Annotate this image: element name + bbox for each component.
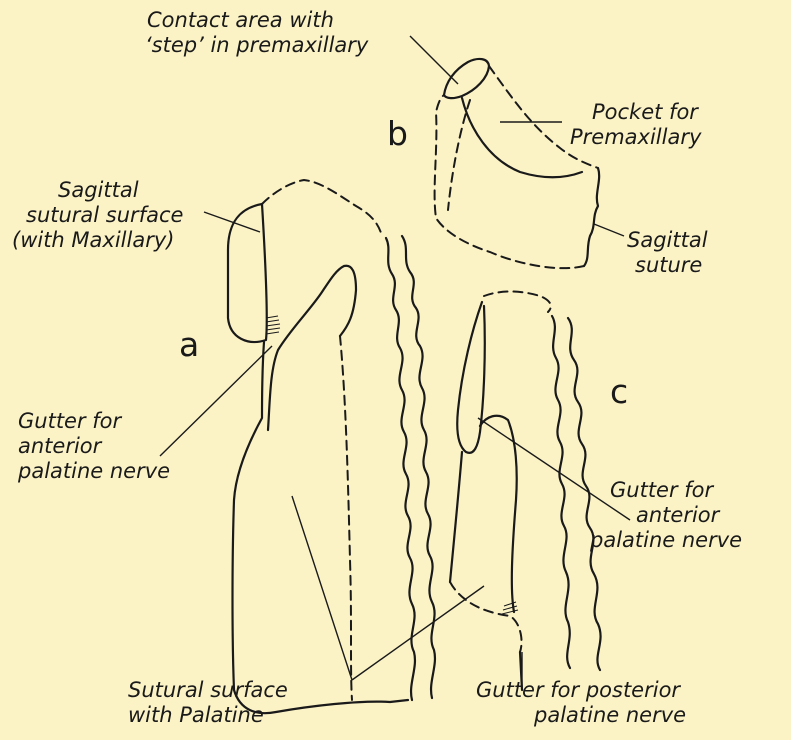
anterior-gutter-outline-a (268, 266, 356, 430)
figure-c-dashed-outline (450, 292, 551, 653)
label-pocket: Pocket for Premaxillary (570, 100, 701, 150)
figure-letter-b: b (387, 114, 408, 153)
contact-area-outline (444, 59, 489, 98)
anterior-gutter-outline-c (457, 302, 485, 453)
sagittal-suture-edge (584, 168, 599, 266)
figure-c-wavy-suture (552, 316, 570, 668)
label-contact-area: Contact area with ‘step’ in premaxillary (145, 8, 368, 58)
label-sutural-surface-palatine: Sutural surface with Palatine (128, 678, 288, 728)
figure-b-drawing (435, 59, 600, 268)
figure-a-outline (233, 342, 409, 713)
label-sagittal-sutural-surface: Sagittal sutural surface (with Maxillary… (12, 178, 183, 253)
label-gutter-posterior: Gutter for posterior palatine nerve (476, 678, 686, 728)
label-gutter-anterior-a: Gutter for anterior palatine nerve (18, 409, 170, 484)
figure-c-drawing (450, 292, 601, 691)
figure-letter-c: c (610, 372, 628, 411)
label-gutter-anterior-c: Gutter for anterior palatine nerve (590, 478, 742, 553)
figure-a-wavy-suture (386, 238, 415, 700)
sagittal-surface-outline (228, 204, 267, 342)
label-sagittal-suture: Sagittal suture (627, 228, 708, 278)
figure-letter-a: a (179, 325, 199, 364)
figure-a-dashed-outline (262, 180, 382, 700)
figure-a-drawing (228, 180, 435, 713)
